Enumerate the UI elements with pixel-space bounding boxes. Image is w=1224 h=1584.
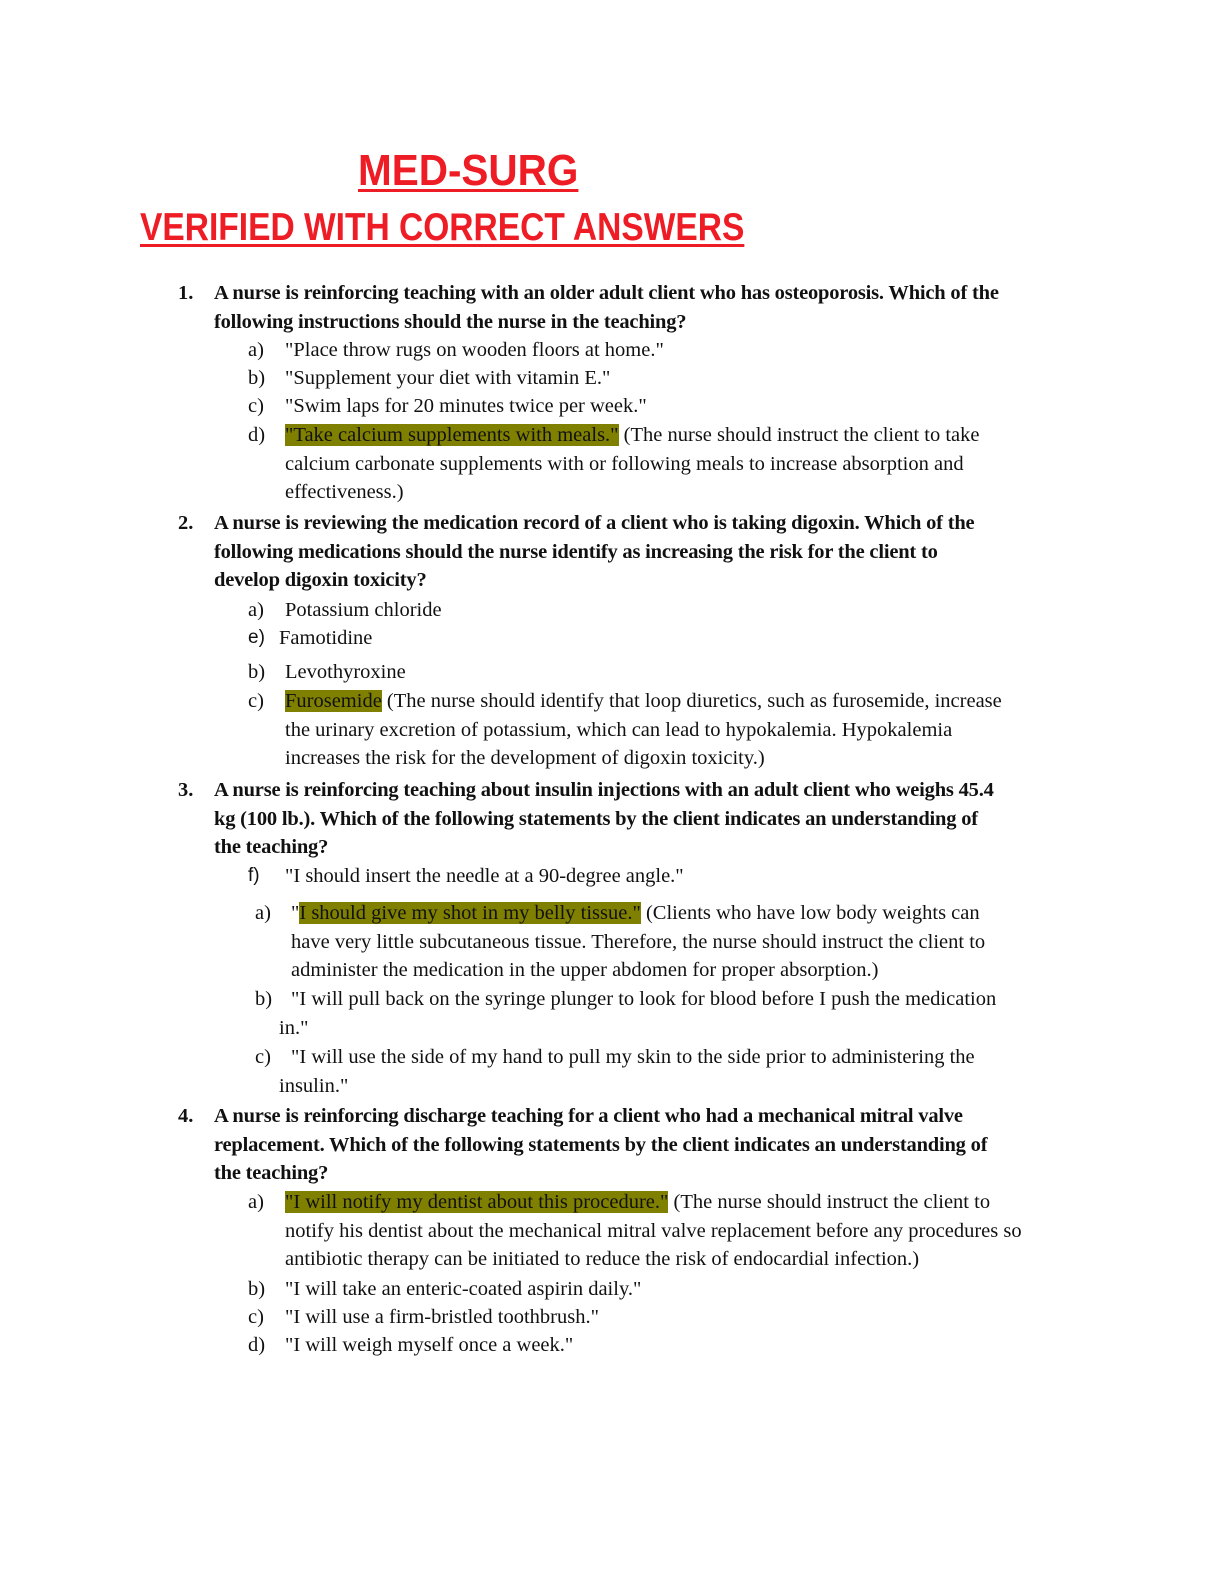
option-text: "I should give my shot in my belly tissu… (291, 899, 985, 985)
document-subtitle: VERIFIED WITH CORRECT ANSWERS (140, 206, 745, 249)
option-text-line: Furosemide (The nurse should identify th… (285, 690, 1002, 712)
option-text-line: "I will notify my dentist about this pro… (285, 1191, 991, 1213)
option-letter: b) (248, 1278, 266, 1300)
option-letter: a) (248, 599, 264, 621)
option-letter: f) (248, 865, 260, 886)
option-text-line: insulin." (279, 1074, 349, 1097)
question-stem-line: following instructions should the nurse … (214, 310, 687, 333)
option-text: "Place throw rugs on wooden floors at ho… (285, 336, 664, 365)
option-text-line: the urinary excretion of potassium, whic… (285, 718, 953, 741)
option-letter: b) (255, 988, 273, 1010)
option-text-line: antibiotic therapy can be initiated to r… (285, 1248, 920, 1270)
option-text: "I will use the side of my hand to pull … (279, 1043, 975, 1100)
question-stem-line: A nurse is reinforcing discharge teachin… (214, 1105, 963, 1127)
option-text-line: calcium carbonate supplements with or fo… (285, 452, 964, 475)
option-text-line: "I should insert the needle at a 90-degr… (285, 865, 684, 887)
option-quote-mark: " (291, 902, 300, 924)
option-text-line: "Supplement your diet with vitamin E." (285, 367, 611, 389)
option-text: Famotidine (279, 624, 372, 653)
option-letter: b) (248, 661, 266, 683)
option-text: "Supplement your diet with vitamin E." (285, 364, 610, 393)
option-text-line: effectiveness.) (285, 481, 404, 503)
question-stem-line: the teaching? (214, 1162, 329, 1184)
question-number: 4. (178, 1105, 194, 1127)
option-letter: c) (255, 1046, 271, 1068)
option-text-line: "I will take an enteric-coated aspirin d… (285, 1278, 642, 1300)
option-text-line: Potassium chloride (285, 599, 442, 621)
option-letter: c) (248, 1306, 264, 1328)
option-text-line: "Take calcium supplements with meals." (… (285, 424, 980, 446)
question-number: 1. (178, 282, 194, 304)
correct-answer-highlight: "I will notify my dentist about this pro… (285, 1191, 669, 1213)
option-text-line: increases the risk for the development o… (285, 747, 765, 769)
option-text-line: "I will pull back on the syringe plunger… (291, 988, 997, 1010)
question-stem-line: develop digoxin toxicity? (214, 569, 427, 591)
option-letter: d) (248, 1334, 266, 1356)
option-text-line: notify his dentist about the mechanical … (285, 1219, 1022, 1242)
question-stem-line: the teaching? (214, 836, 329, 858)
option-text-line: "I will weigh myself once a week." (285, 1334, 574, 1356)
option-letter: c) (248, 395, 264, 417)
option-text-line: administer the medication in the upper a… (291, 959, 879, 981)
option-text-line: in." (279, 1016, 309, 1039)
option-text-line: "Place throw rugs on wooden floors at ho… (285, 339, 664, 361)
option-text: "I will take an enteric-coated aspirin d… (285, 1275, 641, 1304)
option-letter: c) (248, 690, 264, 712)
question-stem-line: A nurse is reinforcing teaching with an … (214, 282, 999, 304)
option-letter: b) (248, 367, 266, 389)
question-stem-line: kg (100 lb.). Which of the following sta… (214, 807, 978, 830)
correct-answer-highlight: I should give my shot in my belly tissue… (299, 902, 641, 924)
question-number: 3. (178, 779, 194, 801)
question-stem: A nurse is reinforcing teaching with an … (214, 279, 1074, 336)
question-stem-line: A nurse is reviewing the medication reco… (214, 512, 975, 534)
option-text: "Take calcium supplements with meals." (… (285, 421, 979, 507)
option-letter: e) (248, 627, 265, 648)
option-text-line: "Swim laps for 20 minutes twice per week… (285, 395, 647, 417)
option-letter: d) (248, 424, 266, 446)
option-text-line: "I will use the side of my hand to pull … (291, 1046, 975, 1068)
question-stem-line: A nurse is reinforcing teaching about in… (214, 779, 994, 801)
option-text: "Swim laps for 20 minutes twice per week… (285, 392, 647, 421)
option-text-line: "I will use a firm-bristled toothbrush." (285, 1306, 599, 1328)
option-text: Levothyroxine (285, 658, 406, 687)
question-number: 2. (178, 512, 194, 534)
option-text: "I will weigh myself once a week." (285, 1331, 573, 1360)
option-text-line: Levothyroxine (285, 661, 406, 683)
option-text-line: Famotidine (279, 627, 373, 649)
option-letter: a) (255, 902, 271, 924)
option-text: Furosemide (The nurse should identify th… (285, 687, 1002, 773)
option-letter: a) (248, 339, 264, 361)
correct-answer-highlight: "Take calcium supplements with meals." (285, 424, 619, 446)
correct-answer-highlight: Furosemide (285, 690, 382, 712)
option-letter: a) (248, 1191, 264, 1213)
option-text: "I will pull back on the syringe plunger… (279, 985, 997, 1042)
question-stem-line: replacement. Which of the following stat… (214, 1133, 988, 1156)
document-title: MED-SURG (358, 146, 579, 195)
option-text: "I will notify my dentist about this pro… (285, 1188, 1022, 1274)
option-text: Potassium chloride (285, 596, 442, 625)
question-stem-line: following medications should the nurse i… (214, 540, 938, 563)
option-text: "I will use a firm-bristled toothbrush." (285, 1303, 599, 1332)
option-text: "I should insert the needle at a 90-degr… (285, 862, 684, 891)
question-stem: A nurse is reinforcing discharge teachin… (214, 1102, 1074, 1188)
option-text-line: "I should give my shot in my belly tissu… (291, 902, 980, 924)
question-stem: A nurse is reviewing the medication reco… (214, 509, 1074, 595)
question-stem: A nurse is reinforcing teaching about in… (214, 776, 1074, 862)
option-text-line: have very little subcutaneous tissue. Th… (291, 930, 986, 953)
